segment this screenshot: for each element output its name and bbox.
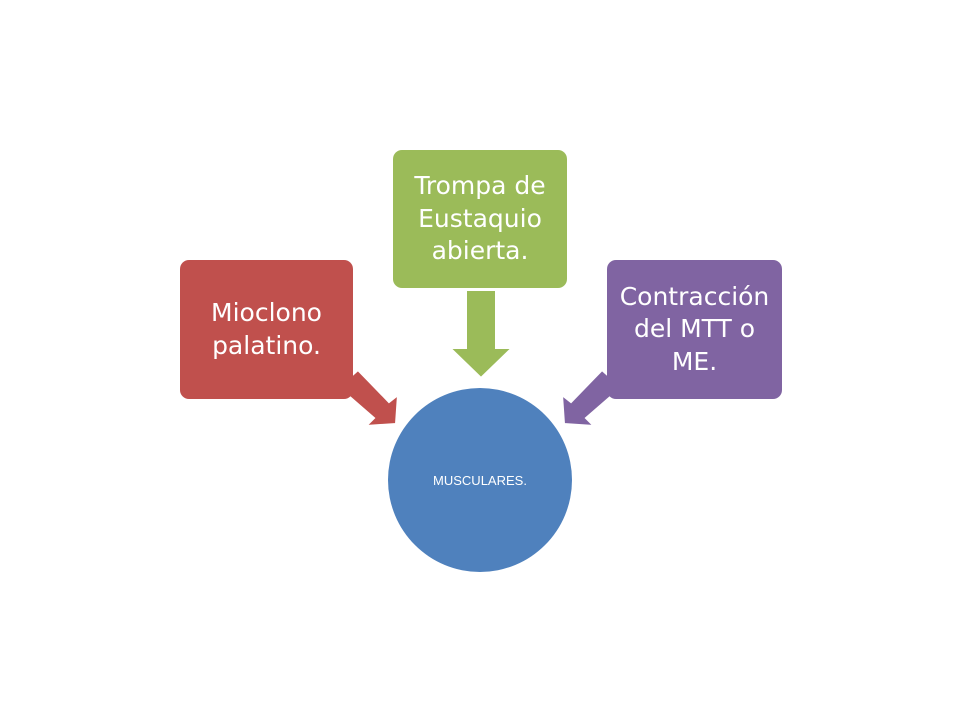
arrow-left bbox=[338, 368, 400, 428]
center-node-musculares: MUSCULARES. bbox=[388, 388, 572, 572]
center-label: MUSCULARES. bbox=[433, 472, 527, 488]
node-contraccion-mtt: Contracción del MTT o ME. bbox=[607, 260, 782, 399]
arrow-right bbox=[560, 368, 622, 428]
node-trompa-eustaquio: Trompa de Eustaquio abierta. bbox=[393, 150, 567, 288]
arrow-top bbox=[447, 289, 515, 380]
node-mioclono-palatino: Mioclono palatino. bbox=[180, 260, 353, 399]
node-label: Mioclono palatino. bbox=[211, 298, 322, 360]
node-label: Trompa de Eustaquio abierta. bbox=[414, 171, 546, 266]
node-label: Contracción del MTT o ME. bbox=[619, 281, 770, 376]
